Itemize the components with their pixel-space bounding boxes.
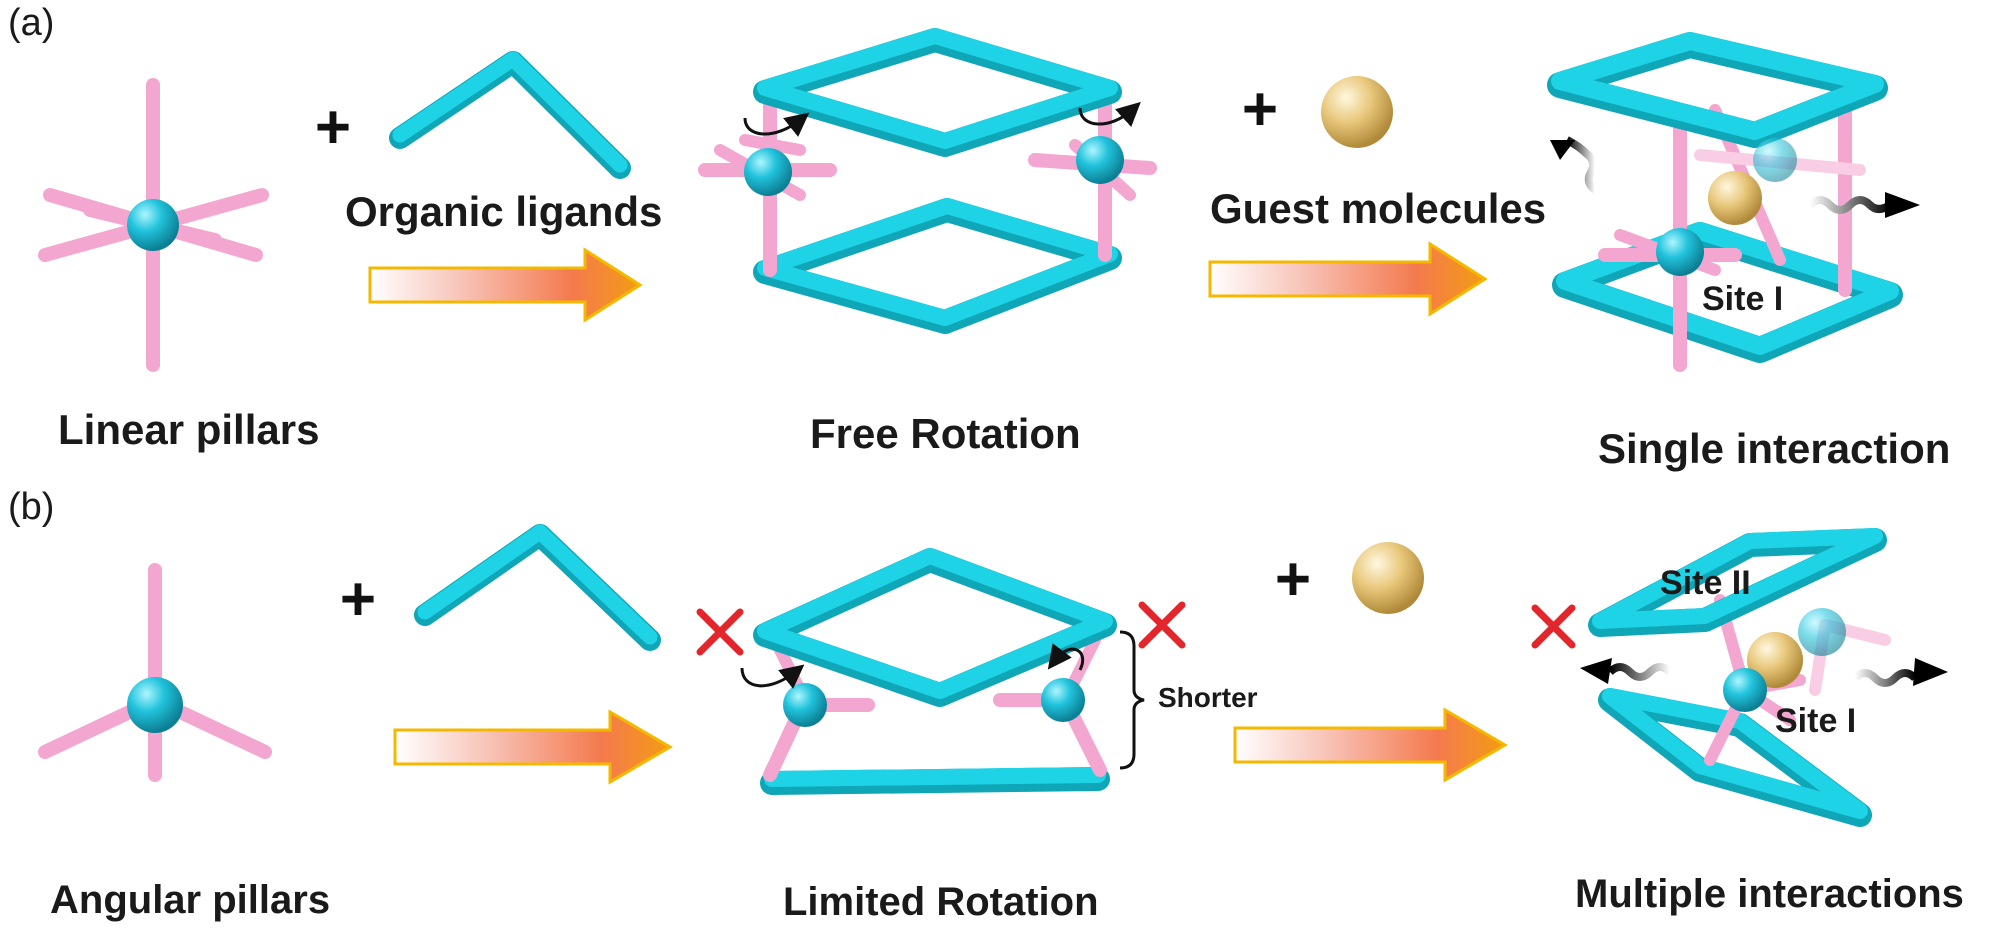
angular-pillar-icon <box>38 563 272 782</box>
guest-molecule-icon <box>1352 542 1424 614</box>
metal-node <box>744 148 792 196</box>
free-rotation-framework <box>698 28 1157 334</box>
reaction-arrow <box>1208 241 1488 317</box>
shorter-label: Shorter <box>1158 682 1258 713</box>
metal-node <box>1753 138 1797 182</box>
wiggle-arrow-icon <box>1852 669 1918 687</box>
arrowhead-icon <box>1580 658 1612 684</box>
panel-a-tag: (a) <box>8 2 55 44</box>
cross-icon <box>1138 601 1186 649</box>
reaction-arrow <box>368 247 643 323</box>
guest-molecule-icon <box>1321 76 1393 148</box>
plus-sign: + <box>1242 75 1278 144</box>
cross-icon <box>696 608 744 656</box>
linear-pillars-label: Linear pillars <box>58 406 320 453</box>
metal-node <box>783 683 827 727</box>
organic-ligand-icon <box>414 524 661 651</box>
guest-molecule-icon <box>1747 632 1803 688</box>
metal-node <box>1076 136 1124 184</box>
free-rotation-label: Free Rotation <box>810 410 1081 457</box>
rotation-arrow-icon <box>740 664 805 689</box>
single-interaction-label: Single interaction <box>1598 425 1951 472</box>
linear-pillar-icon <box>38 78 269 372</box>
limited-rotation-framework <box>753 548 1117 795</box>
panel-b-tag: (b) <box>8 486 55 528</box>
rotation-arrow-icon <box>1047 643 1085 671</box>
wiggle-arrow-icon <box>1565 136 1598 194</box>
angular-pillars-label: Angular pillars <box>50 878 331 922</box>
organic-ligand-icon <box>389 51 631 179</box>
shorter-bracket-icon <box>1119 630 1145 770</box>
metal-node <box>1041 678 1085 722</box>
site-ii-label: Site II <box>1660 564 1751 602</box>
organic-ligands-label: Organic ligands <box>345 188 663 235</box>
guest-molecule-icon <box>1708 171 1762 225</box>
site-i-label: Site I <box>1702 280 1784 318</box>
multiple-interactions-label: Multiple interactions <box>1575 872 1964 916</box>
cross-icon <box>1531 604 1576 649</box>
plus-sign: + <box>315 93 351 162</box>
arrowhead-icon <box>1913 658 1948 686</box>
wiggle-arrow-icon <box>1607 663 1673 681</box>
metal-node <box>1656 228 1704 276</box>
site-i-label: Site I <box>1775 702 1857 740</box>
metal-node <box>1798 608 1846 656</box>
guest-molecules-label: Guest molecules <box>1210 185 1547 232</box>
reaction-arrow <box>1233 707 1508 783</box>
rotation-arrow-icon <box>743 112 810 137</box>
wiggle-arrow-icon <box>1807 196 1893 214</box>
reaction-arrow <box>393 709 673 785</box>
metal-node <box>1723 668 1767 712</box>
limited-rotation-label: Limited Rotation <box>783 880 1099 924</box>
arrowhead-icon <box>1550 140 1575 160</box>
plus-sign: + <box>340 565 376 634</box>
rotation-arrow-icon <box>1078 101 1141 127</box>
arrowhead-icon <box>1885 192 1920 218</box>
plus-sign: + <box>1275 545 1311 614</box>
